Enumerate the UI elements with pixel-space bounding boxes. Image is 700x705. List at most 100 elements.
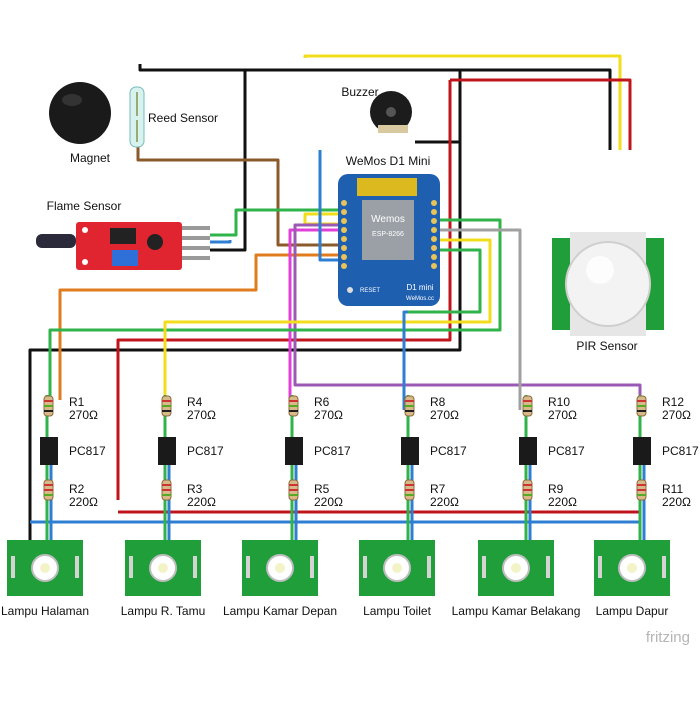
wire-purple-d4 — [293, 223, 642, 400]
lamp-label: Lampu R. Tamu — [121, 604, 206, 618]
flame-sensor-label: Flame Sensor — [47, 199, 122, 213]
wire-orange-d1 — [58, 253, 338, 400]
flame-pcb — [76, 222, 182, 270]
wemos-pin-right — [431, 245, 437, 251]
optocoupler — [401, 437, 419, 465]
resistor-top-value: 270Ω — [69, 408, 98, 422]
wemos-d1-mini: WeMos D1 Mini Wemos ESP-8266 D1 mini WeM… — [338, 154, 440, 306]
reed-sensor: Reed Sensor — [129, 86, 218, 148]
fritzing-watermark: fritzing — [646, 629, 690, 646]
wemos-pin-left — [341, 245, 347, 251]
wemos-antenna — [357, 178, 417, 196]
wire-black-top — [138, 64, 612, 150]
optocoupler — [40, 437, 58, 465]
pir-sensor: PIR Sensor — [552, 232, 664, 353]
resistor-top-value: 270Ω — [314, 408, 343, 422]
resistor-top-id: R8 — [430, 395, 446, 409]
wemos-brand: Wemos — [371, 214, 405, 225]
resistor-top-id: R1 — [69, 395, 85, 409]
wires-layer — [28, 54, 642, 540]
lamp-label: Lampu Kamar Belakang — [452, 604, 581, 618]
resistor-bottom-value: 220Ω — [548, 495, 577, 509]
wemos-pin-right — [431, 236, 437, 242]
esp-shield — [362, 200, 414, 260]
wire-green-flame — [210, 208, 338, 237]
optocoupler-label: PC817 — [314, 444, 351, 458]
wire-black-ground — [28, 70, 462, 540]
wire-blue-buzzer — [318, 150, 338, 262]
flame-ir-led — [36, 234, 76, 248]
pir-sensor-label: PIR Sensor — [576, 339, 637, 353]
lamp-label: Lampu Kamar Depan — [223, 604, 337, 618]
resistor-top-value: 270Ω — [662, 408, 691, 422]
optocoupler-label: PC817 — [662, 444, 699, 458]
wire-pink-d3 — [288, 228, 338, 400]
buzzer-label: Buzzer — [341, 85, 378, 99]
wire-green-d5 — [48, 218, 502, 410]
lamp-label: Lampu Toilet — [363, 604, 431, 618]
flame-sensor: Flame Sensor — [36, 199, 210, 270]
optocoupler-label: PC817 — [69, 444, 106, 458]
wemos-pin-right — [431, 227, 437, 233]
wire-blue-ch4 — [402, 310, 408, 410]
resistor-bottom-id: R3 — [187, 482, 203, 496]
parts-layer: Magnet Reed Sensor Buzzer Flame Sensor — [1, 82, 699, 646]
resistor-top-value: 270Ω — [187, 408, 216, 422]
optocoupler — [285, 437, 303, 465]
resistor-bottom-id: R7 — [430, 482, 446, 496]
wire-yellow-d6 — [163, 238, 492, 410]
wemos-pin-right — [431, 254, 437, 260]
wire-red-5v — [450, 78, 632, 150]
resistor-bottom-id: R11 — [662, 482, 683, 496]
wemos-module: ESP-8266 — [372, 231, 404, 238]
wemos-pin-left — [341, 263, 347, 269]
optocoupler-label: PC817 — [430, 444, 467, 458]
lamp-label: Lampu Dapur — [596, 604, 669, 618]
pir-dome — [565, 241, 651, 327]
magnet-label: Magnet — [70, 151, 111, 165]
wemos-site: WeMos.cc — [406, 296, 434, 302]
lamp-label: Lampu Halaman — [1, 604, 89, 618]
wemos-pin-right — [431, 209, 437, 215]
optocoupler — [633, 437, 651, 465]
wire-gray-d7 — [440, 228, 522, 410]
optocoupler-label: PC817 — [548, 444, 585, 458]
resistor-bottom-id: R5 — [314, 482, 330, 496]
resistor-bottom-value: 220Ω — [430, 495, 459, 509]
wemos-pin-right — [431, 263, 437, 269]
resistor-top-id: R6 — [314, 395, 330, 409]
resistor-top-value: 270Ω — [430, 408, 459, 422]
wemos-label: WeMos D1 Mini — [346, 154, 430, 168]
resistor-bottom-value: 220Ω — [662, 495, 691, 509]
wemos-pin-left — [341, 254, 347, 260]
wemos-pin-left — [341, 227, 347, 233]
wire-black-flame — [210, 70, 247, 252]
wemos-pin-left — [341, 236, 347, 242]
optocoupler — [519, 437, 537, 465]
resistor-bottom-id: R9 — [548, 482, 564, 496]
resistor-top-value: 270Ω — [548, 408, 577, 422]
optocoupler — [158, 437, 176, 465]
resistor-top-id: R10 — [548, 395, 570, 409]
resistor-bottom-id: R2 — [69, 482, 85, 496]
magnet: Magnet — [49, 82, 111, 165]
resistor-top-id: R12 — [662, 395, 684, 409]
optocoupler-label: PC817 — [187, 444, 224, 458]
wemos-pin-left — [341, 218, 347, 224]
resistor-top-id: R4 — [187, 395, 203, 409]
resistor-bottom-value: 220Ω — [314, 495, 343, 509]
wire-green-d8 — [408, 248, 482, 314]
resistor-bottom-value: 220Ω — [187, 495, 216, 509]
wemos-reset: RESET — [360, 288, 380, 294]
wire-blue-flame — [210, 240, 232, 244]
wemos-pin-left — [341, 209, 347, 215]
wemos-pin-left — [341, 200, 347, 206]
wire-yellow-vcc — [303, 54, 622, 150]
